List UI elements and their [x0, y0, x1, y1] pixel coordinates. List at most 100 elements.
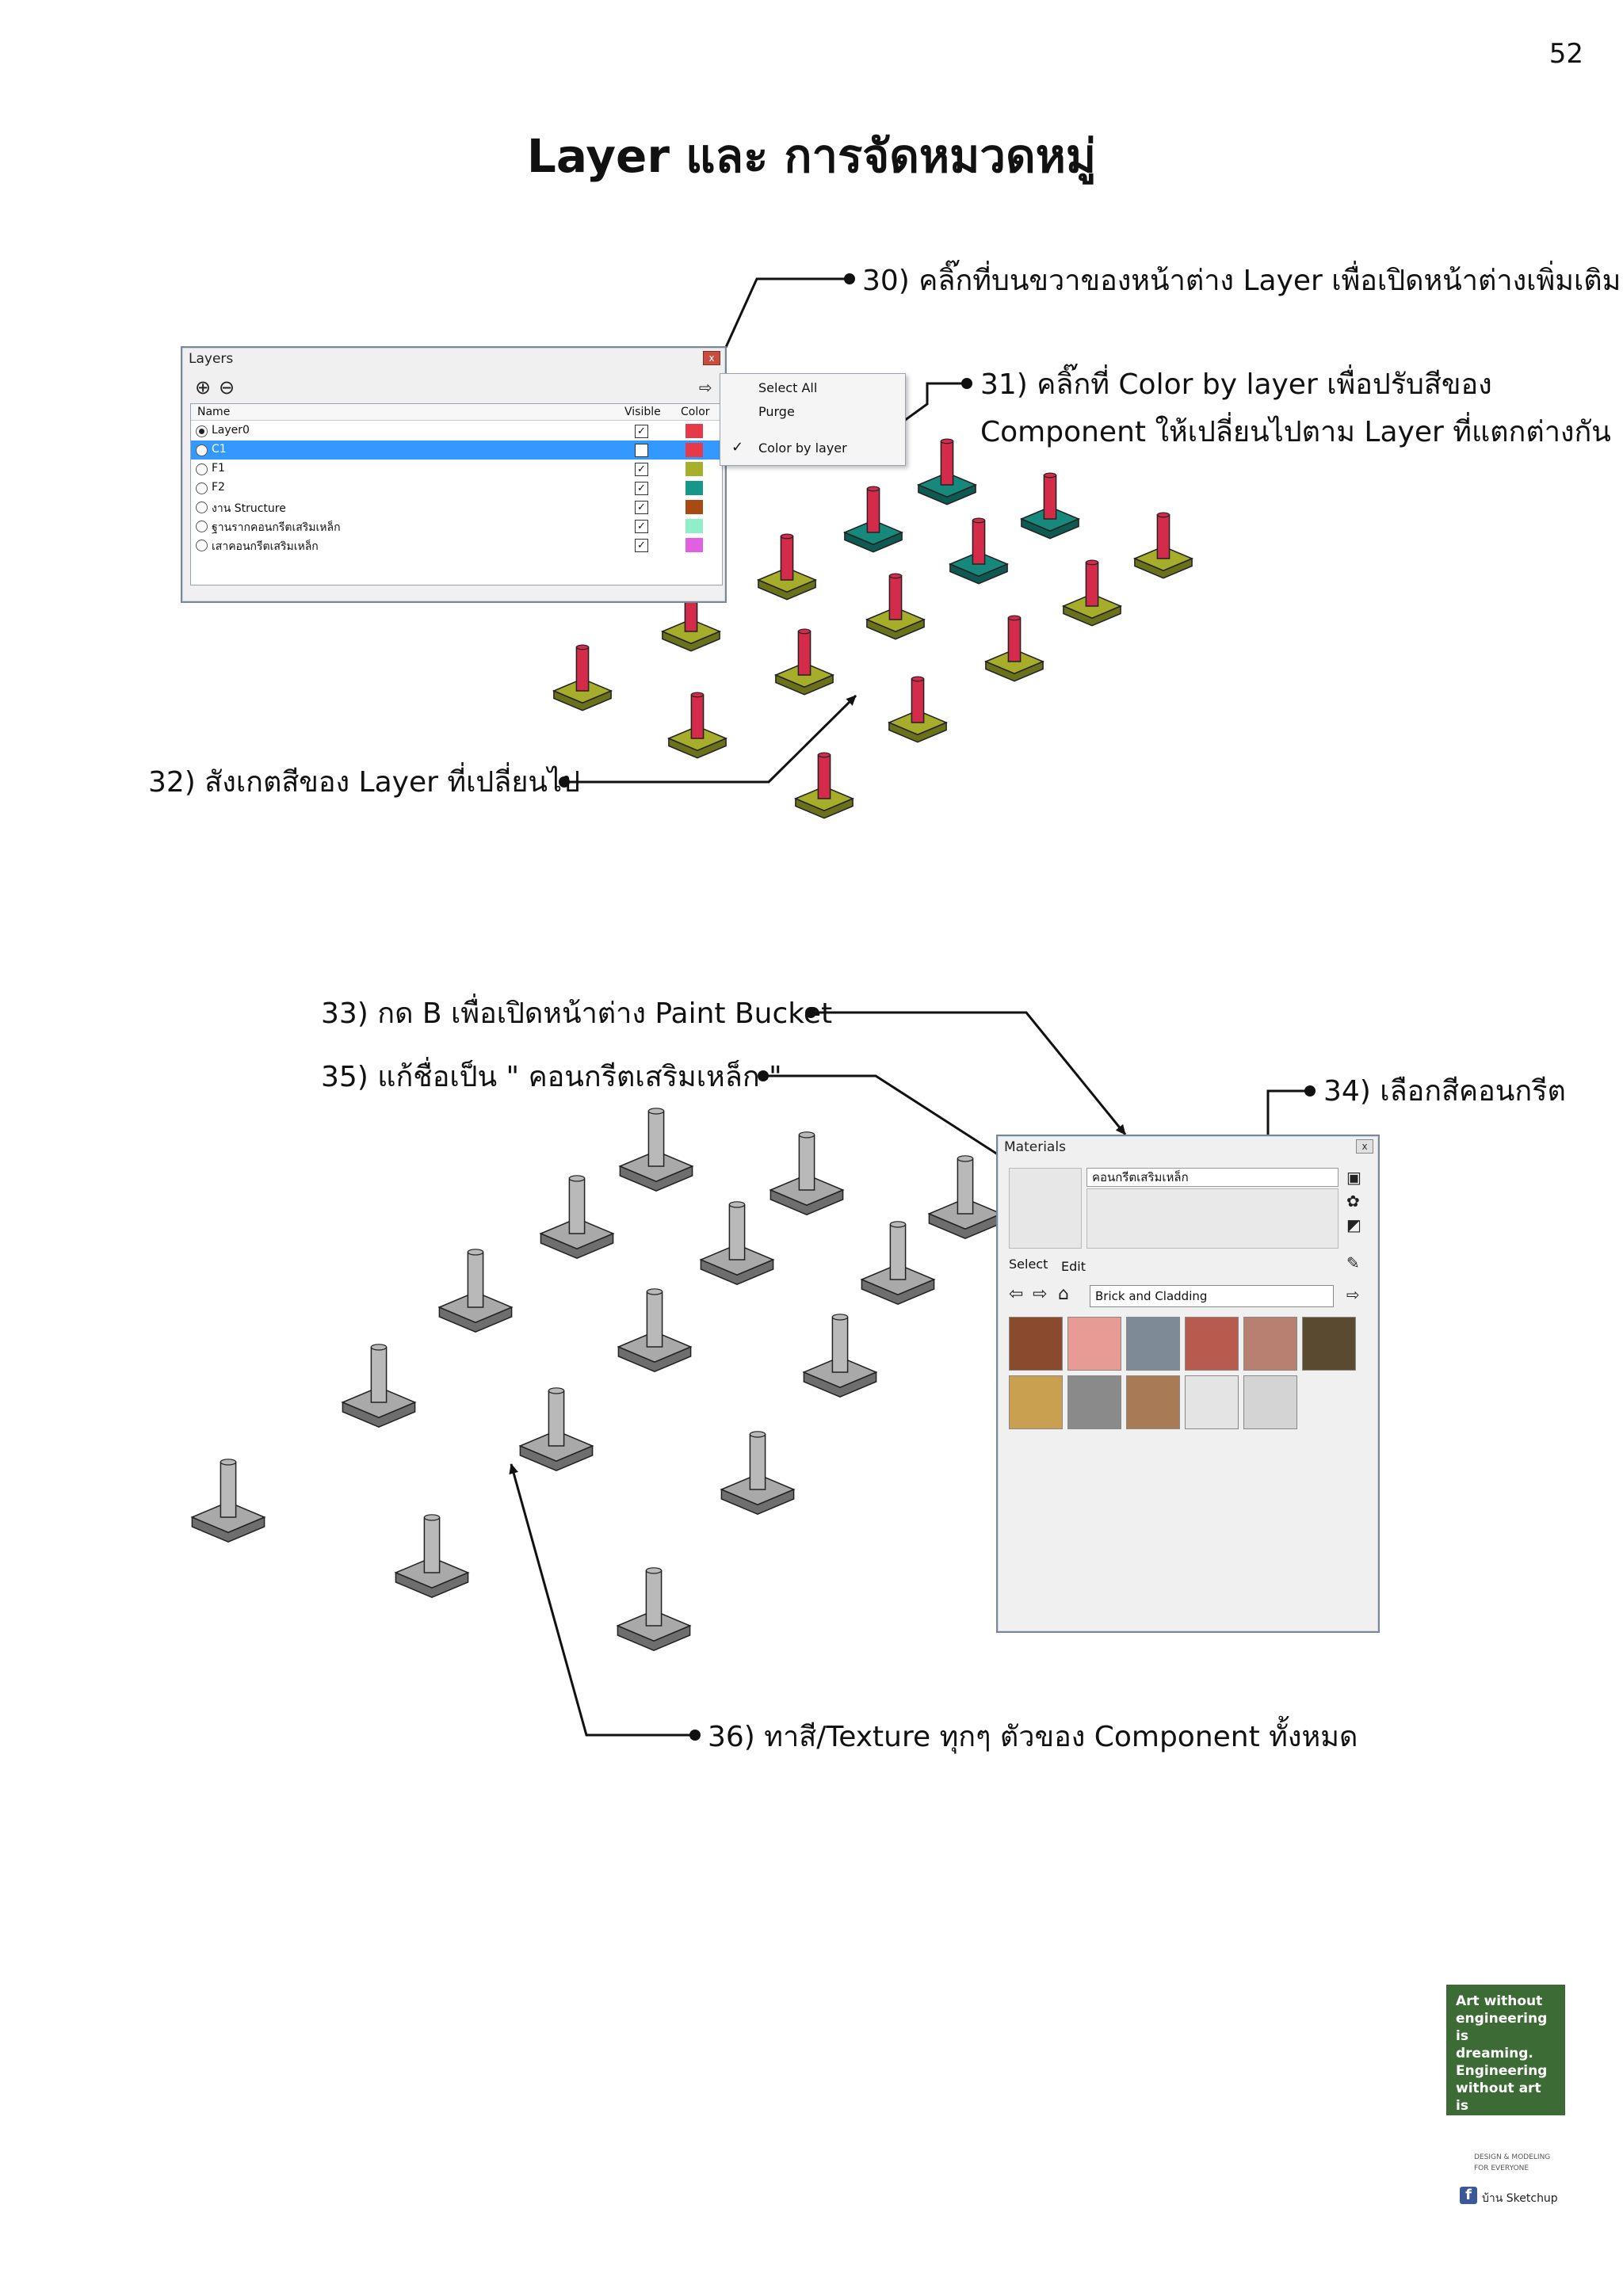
layer-row[interactable]: F1 ✓ [191, 460, 722, 479]
material-swatch[interactable] [1067, 1375, 1121, 1429]
logo-quote-box: Art without engineering is dreaming. Eng… [1446, 1985, 1565, 2131]
visible-checkbox[interactable]: ✓ [635, 444, 648, 457]
layer-row[interactable]: F2 ✓ [191, 479, 722, 498]
layers-window[interactable]: Layers x ⊕ ⊖ ⇨ Name Visible Color Layer0… [181, 346, 727, 603]
layer-color-swatch[interactable] [685, 500, 703, 514]
tab-edit[interactable]: Edit [1061, 1259, 1086, 1274]
active-layer-radio[interactable] [196, 540, 208, 551]
material-swatch[interactable] [1185, 1375, 1239, 1429]
layer-name[interactable]: เสาคอนกรีตเสริมเหล็ก [212, 540, 319, 553]
details-arrow-icon[interactable]: ⇨ [1346, 1285, 1360, 1304]
step-36: 36) ทาสี/Texture ทุกๆ ตัวของ Component ท… [708, 1721, 1358, 1753]
footing-component [666, 692, 728, 759]
materials-window-title: Materials [1004, 1139, 1066, 1155]
menu-select-all[interactable]: Select All [758, 380, 818, 395]
footing-component [437, 1249, 514, 1333]
close-icon[interactable]: x [703, 351, 720, 365]
library-dropdown[interactable]: Brick and Cladding [1090, 1285, 1334, 1307]
footing-component [1061, 559, 1123, 627]
footing-component [552, 644, 613, 711]
home-icon[interactable]: ⌂ [1058, 1284, 1069, 1304]
details-arrow-icon[interactable]: ⇨ [699, 378, 712, 397]
layers-details-menu: Select All Purge Color by layer ✓ [720, 373, 906, 466]
material-swatch[interactable] [1243, 1375, 1297, 1429]
material-name-field[interactable]: คอนกรีตเสริมเหล็ก [1086, 1168, 1338, 1187]
active-layer-radio[interactable] [196, 482, 208, 494]
column-visible[interactable]: Visible [624, 406, 661, 418]
visible-checkbox[interactable]: ✓ [635, 425, 648, 438]
layer-color-swatch[interactable] [685, 481, 703, 495]
visible-checkbox[interactable]: ✓ [635, 482, 648, 495]
material-swatch[interactable] [1185, 1317, 1239, 1371]
logo-tagline: DESIGN & MODELING [1474, 2153, 1551, 2161]
footing-component [793, 752, 855, 819]
default-material-icon[interactable]: ◩ [1346, 1215, 1361, 1234]
column-name[interactable]: Name [197, 406, 231, 418]
layer-name[interactable]: ฐานรากคอนกรีตเสริมเหล็ก [212, 521, 341, 534]
visible-checkbox[interactable]: ✓ [635, 539, 648, 552]
material-swatch[interactable] [1067, 1317, 1121, 1371]
material-swatch[interactable] [1243, 1317, 1297, 1371]
material-swatch[interactable] [1009, 1375, 1063, 1429]
step-30: 30) คลิ๊กที่บนขวาของหน้าต่าง Layer เพื่อ… [862, 265, 1621, 297]
footing-component [948, 517, 1010, 585]
layers-list: Name Visible Color Layer0✓C1✓F1✓F2✓งาน S… [190, 403, 723, 585]
layer-name[interactable]: C1 [212, 443, 227, 456]
layer-color-swatch[interactable] [685, 443, 703, 457]
material-preview [1009, 1168, 1082, 1249]
footing-component [699, 1201, 775, 1286]
active-layer-radio[interactable] [196, 444, 208, 456]
material-swatch[interactable] [1302, 1317, 1356, 1371]
footing-component [1132, 512, 1194, 579]
menu-color-by-layer[interactable]: Color by layer [758, 441, 847, 456]
remove-layer-icon[interactable]: ⊖ [219, 376, 235, 399]
material-swatch[interactable] [1126, 1317, 1180, 1371]
add-layer-icon[interactable]: ⊕ [195, 376, 212, 399]
forward-arrow-icon[interactable]: ⇨ [1033, 1284, 1048, 1304]
step-33: 33) กด B เพื่อเปิดหน้าต่าง Paint Bucket [321, 997, 833, 1030]
step-34: 34) เลือกสีคอนกรีต [1323, 1075, 1566, 1108]
create-material-icon[interactable]: ▣ [1346, 1168, 1361, 1187]
footing-component [860, 1221, 936, 1306]
column-color[interactable]: Color [681, 406, 710, 418]
layer-color-swatch[interactable] [685, 462, 703, 476]
layer-color-swatch[interactable] [685, 538, 703, 552]
footing-component [518, 1387, 594, 1472]
footing-component [720, 1431, 796, 1516]
footing-component [842, 486, 904, 553]
close-icon[interactable]: x [1356, 1139, 1373, 1154]
active-layer-radio[interactable] [196, 521, 208, 532]
materials-window[interactable]: Materials x คอนกรีตเสริมเหล็ก ▣ ✿ ◩ Sele… [996, 1135, 1380, 1633]
layer-name[interactable]: F2 [212, 481, 225, 494]
active-layer-radio[interactable] [196, 425, 208, 437]
layer-name[interactable]: F1 [212, 462, 225, 475]
material-swatch[interactable] [1009, 1317, 1063, 1371]
tab-select[interactable]: Select [1009, 1257, 1048, 1272]
layer-color-swatch[interactable] [685, 519, 703, 533]
layers-window-title: Layers [189, 351, 234, 367]
paint-icon[interactable]: ✿ [1346, 1192, 1360, 1211]
visible-checkbox[interactable]: ✓ [635, 520, 648, 533]
footing-component [887, 676, 949, 743]
back-arrow-icon[interactable]: ⇦ [1009, 1284, 1024, 1304]
page-title: Layer และ การจัดหมวดหมู่ [526, 129, 1097, 183]
active-layer-radio[interactable] [196, 463, 208, 475]
visible-checkbox[interactable]: ✓ [635, 501, 648, 514]
layer-name[interactable]: Layer0 [212, 424, 250, 437]
material-swatch[interactable] [1126, 1375, 1180, 1429]
layer-row[interactable]: เสาคอนกรีตเสริมเหล็ก ✓ [191, 536, 722, 555]
layer-row[interactable]: C1 ✓ [191, 441, 722, 460]
layer-color-swatch[interactable] [685, 424, 703, 438]
logo-tagline-2: FOR EVERYONE [1474, 2164, 1529, 2172]
layer-row[interactable]: Layer0 ✓ [191, 421, 722, 441]
footing-component [616, 1567, 692, 1652]
layer-row[interactable]: ฐานรากคอนกรีตเสริมเหล็ก ✓ [191, 517, 722, 536]
layer-row[interactable]: งาน Structure ✓ [191, 498, 722, 517]
facebook-label: บ้าน Sketchup [1482, 2192, 1558, 2205]
eyedropper-icon[interactable]: ✎ [1346, 1253, 1360, 1272]
menu-purge[interactable]: Purge [758, 404, 795, 419]
visible-checkbox[interactable]: ✓ [635, 463, 648, 476]
layer-name[interactable]: งาน Structure [212, 502, 286, 515]
active-layer-radio[interactable] [196, 502, 208, 513]
